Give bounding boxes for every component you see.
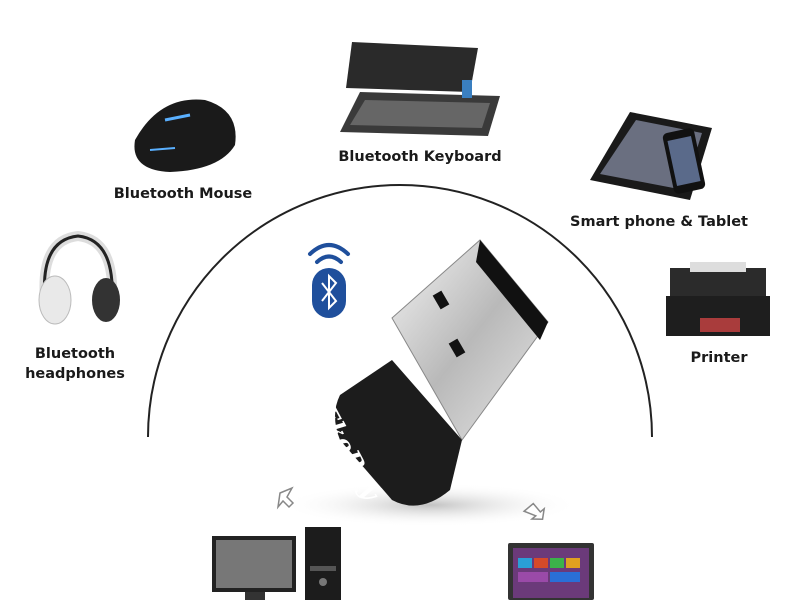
mouse-image [134,99,236,172]
label-keyboard: Bluetooth Keyboard [338,149,502,165]
label-headphones: Bluetooth headphones [15,344,135,384]
label-headphones-line2: headphones [25,366,125,382]
tablet-phone-image [590,112,712,200]
arrow-icon [276,486,546,521]
desktop-computer-image [212,527,341,600]
dongle-shadow [280,483,580,527]
connection-arc [147,184,653,438]
headphones-image [38,230,120,325]
printer-image [666,262,770,336]
laptop-image [508,543,594,600]
bluetooth-icon [312,268,346,318]
label-printer: Printer [690,350,748,366]
label-phone-tablet: Smart phone & Tablet [570,214,748,230]
wifi-signal-icon [308,243,350,264]
usb-dongle-image [335,239,549,506]
keyboard-image [340,42,500,136]
label-mouse: Bluetooth Mouse [113,186,253,202]
label-headphones-line1: Bluetooth [34,346,116,362]
